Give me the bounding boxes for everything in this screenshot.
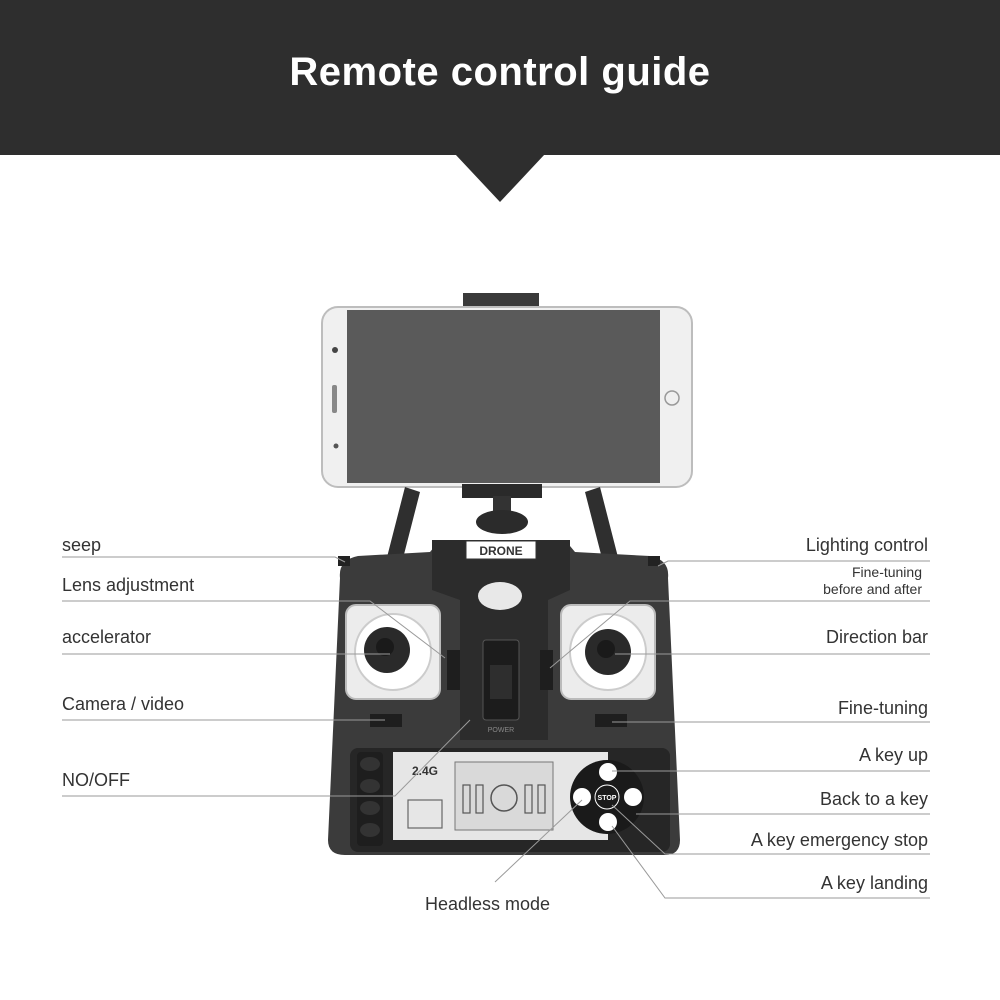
callout-headless-mode: Headless mode xyxy=(424,894,551,914)
header-bar xyxy=(0,0,1000,155)
up-key-icon xyxy=(599,763,617,781)
phone-camera-icon xyxy=(332,347,338,353)
drone-sketch-icon xyxy=(407,799,443,829)
mount-arms xyxy=(385,487,620,570)
callout-lens-adjustment: Lens adjustment xyxy=(62,575,195,595)
left-trim-vertical xyxy=(447,650,460,690)
leader-lines xyxy=(62,556,930,899)
phone-screen xyxy=(347,310,660,483)
right-shoulder-button xyxy=(648,556,660,566)
stop-key xyxy=(594,784,620,810)
phone-home-button xyxy=(664,390,680,406)
callout-key-landing: A key landing xyxy=(820,873,928,893)
page-title: Remote control guide xyxy=(289,50,711,94)
power-label: POWER xyxy=(488,727,514,734)
callout-accelerator: accelerator xyxy=(62,627,152,647)
header-notch xyxy=(455,154,545,202)
stop-label: STOP xyxy=(598,795,617,802)
side-buttons xyxy=(357,752,383,846)
mount-bracket xyxy=(462,484,542,498)
callout-lighting-control: Lighting control xyxy=(805,535,928,555)
right-trim-vertical xyxy=(540,650,553,690)
phone-sensor xyxy=(333,443,339,449)
callout-key-up: A key up xyxy=(858,745,928,765)
brand-plate xyxy=(465,540,537,560)
light-window xyxy=(478,582,522,610)
callout-fine-tuning: Fine-tuning xyxy=(837,698,928,718)
callout-emergency-stop: A key emergency stop xyxy=(750,830,928,850)
callout-seep: seep xyxy=(62,535,102,555)
callout-on-off: NO/OFF xyxy=(62,770,130,790)
headless-key-icon xyxy=(573,788,591,806)
right-trim-horizontal xyxy=(595,714,627,727)
power-switch-knob xyxy=(490,665,512,699)
callout-direction-bar: Direction bar xyxy=(825,627,928,647)
return-key-icon xyxy=(624,788,642,806)
callout-camera-video: Camera / video xyxy=(62,694,185,714)
brand-label: DRONE xyxy=(479,544,522,558)
left-trim-horizontal xyxy=(370,714,402,727)
callout-fine-tuning-front-back: Fine-tuning before and after xyxy=(823,564,922,597)
mount-ball xyxy=(476,510,528,534)
lcd-screen xyxy=(454,761,554,831)
phone-speaker xyxy=(332,385,337,413)
lcd-band-label: 2.4G xyxy=(412,764,438,778)
callout-back-to-key: Back to a key xyxy=(819,789,928,809)
